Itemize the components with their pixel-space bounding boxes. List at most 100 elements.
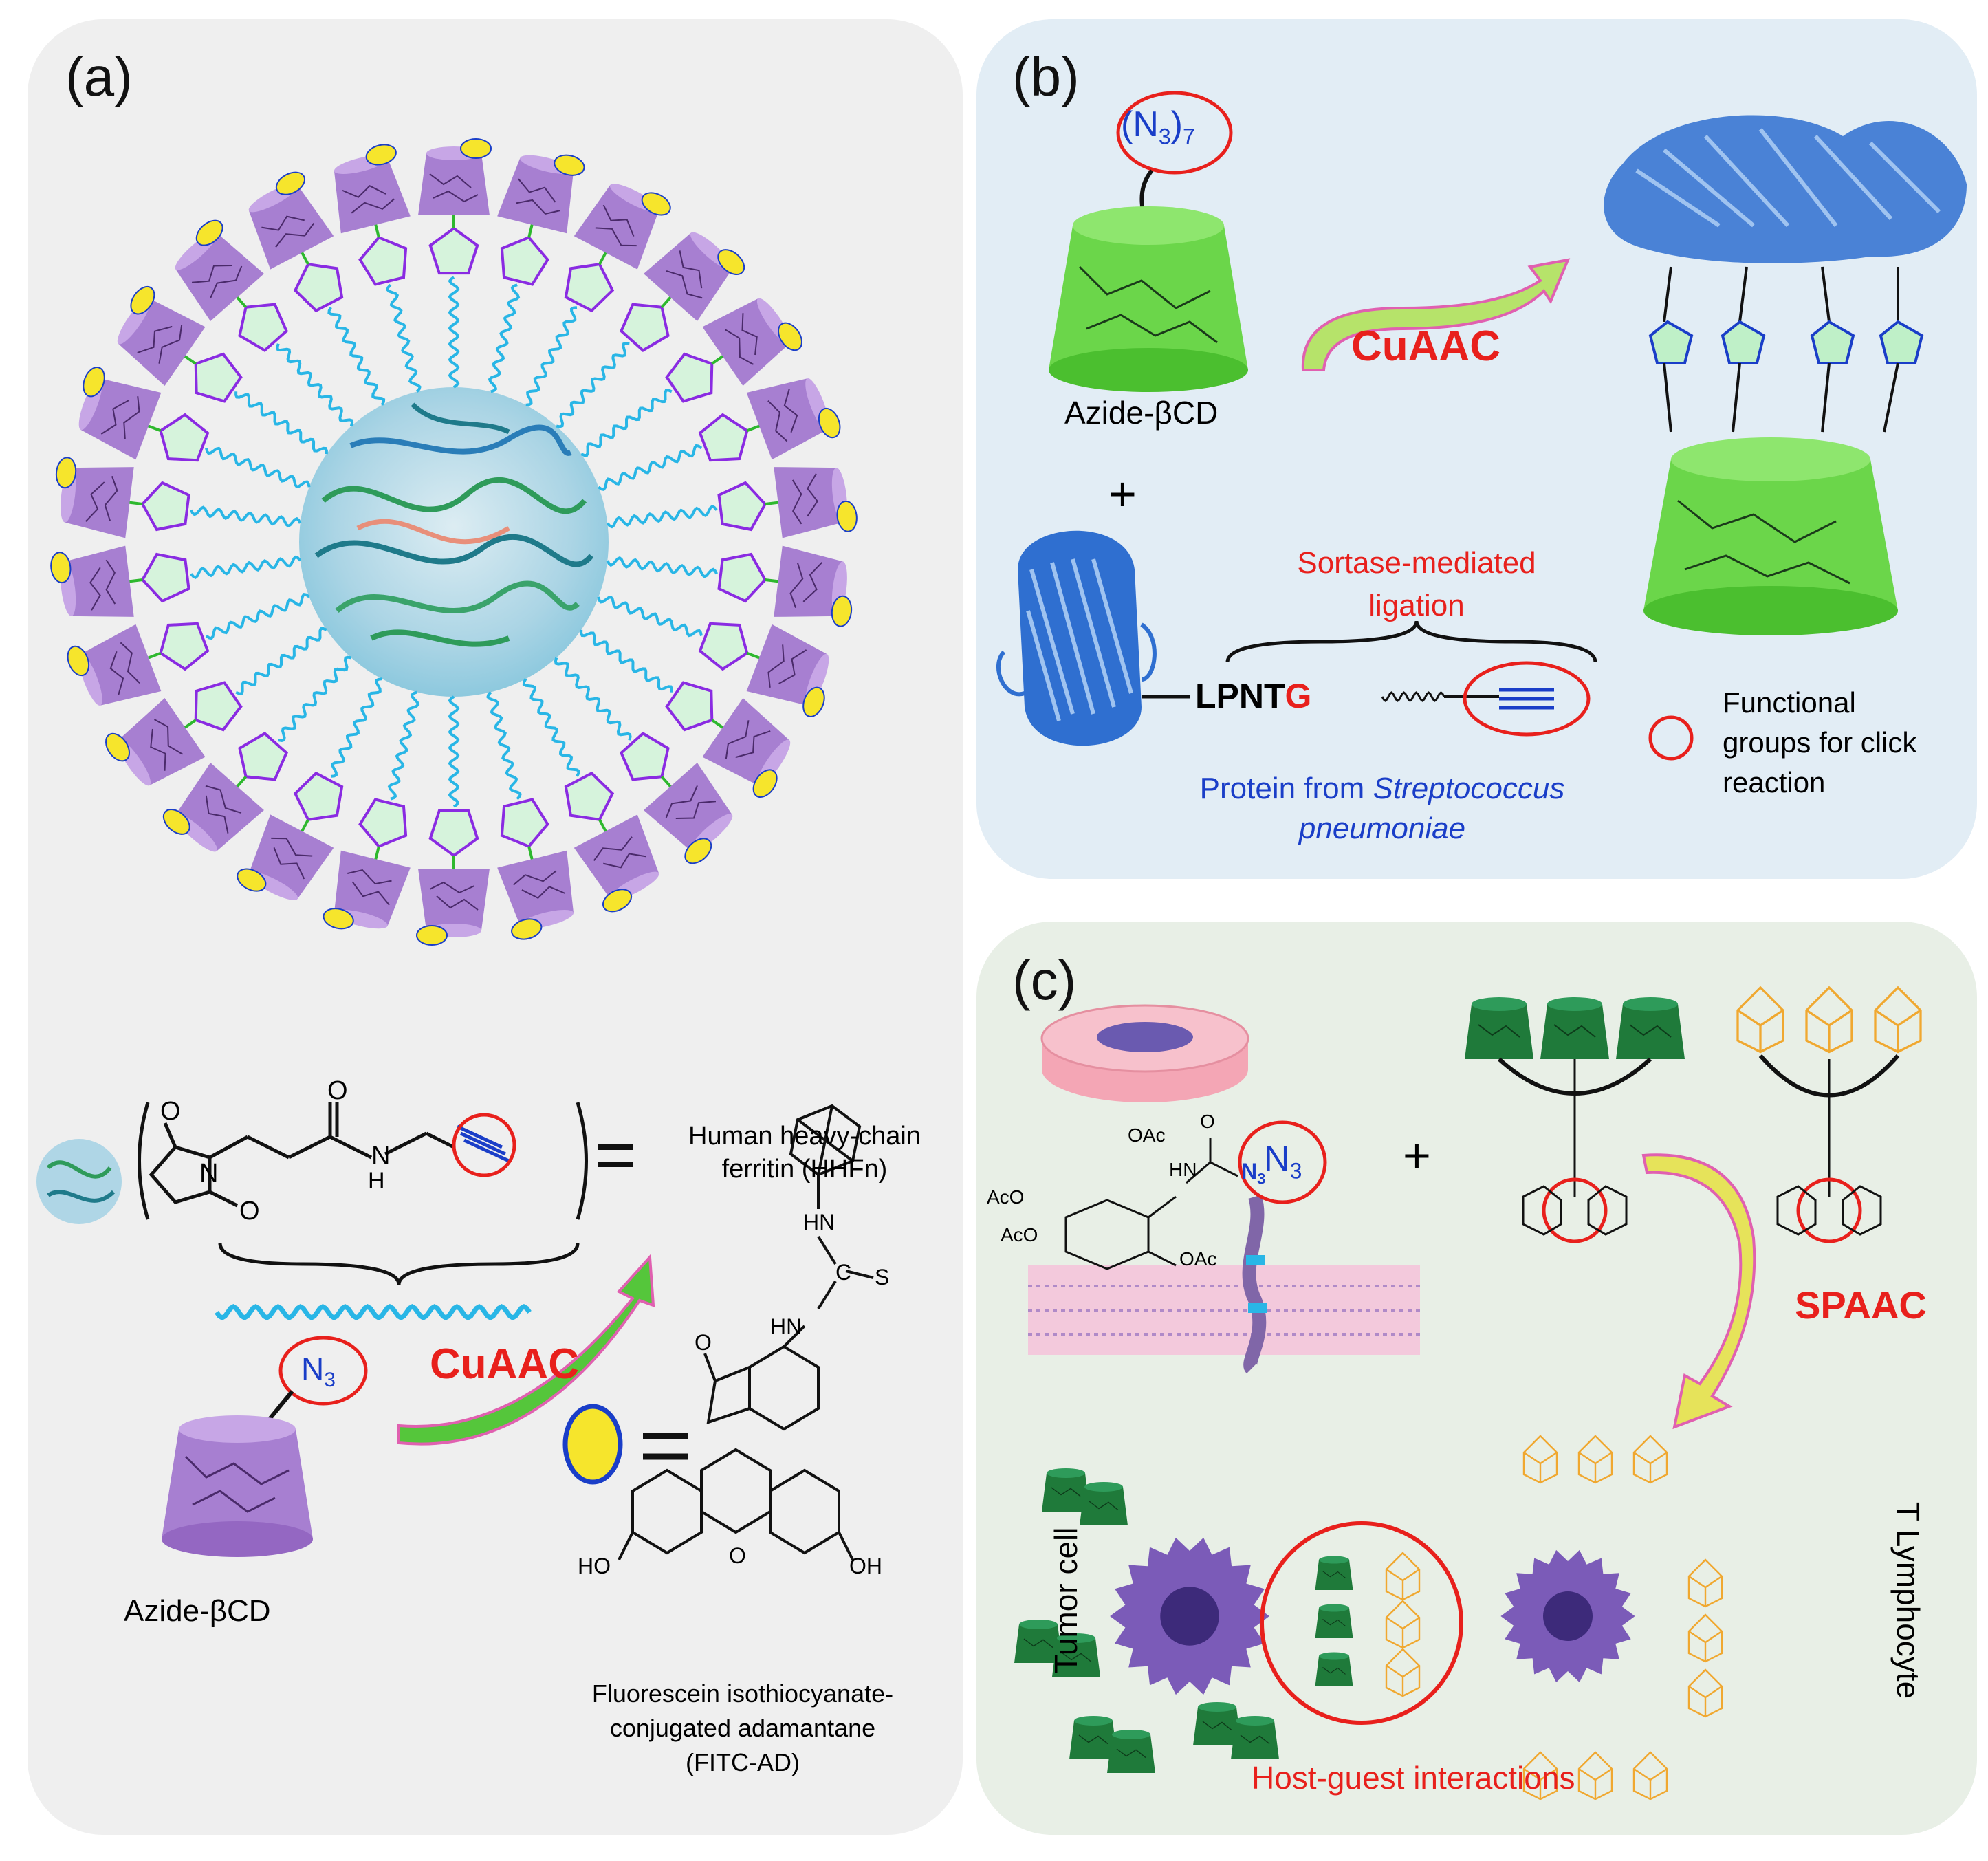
wavy-linker xyxy=(278,655,352,742)
purple-cyclodextrin xyxy=(78,367,162,460)
azide-sub: 3 xyxy=(324,1369,336,1392)
purple-cyclodextrin xyxy=(702,298,802,386)
sugar-n3-n: N xyxy=(1241,1159,1258,1184)
sortase-label: Sortase-mediated ligation xyxy=(1238,542,1595,627)
wavy-linker xyxy=(276,343,354,427)
purple-cyclodextrin xyxy=(334,144,411,234)
host-guest-circle xyxy=(1260,1521,1463,1725)
wavy-linker xyxy=(554,657,632,741)
wavy-linker xyxy=(580,389,673,457)
fitc-label: Fluorescein isothiocyanate- conjugated a… xyxy=(557,1677,928,1780)
fitc-tag xyxy=(55,457,77,489)
fitc-tag xyxy=(752,769,778,798)
panel-a-drawing: O O O N N H xyxy=(36,138,889,1578)
green-cd xyxy=(1014,1620,1062,1663)
fitc-tag xyxy=(105,732,131,762)
fitc-tag xyxy=(777,322,802,351)
sugar-hn: HN xyxy=(1169,1159,1197,1180)
fitc-tag xyxy=(416,925,448,946)
adamantane-cage xyxy=(1385,1648,1421,1697)
wavy-linker xyxy=(330,677,382,778)
cd-trimer-dibo xyxy=(1465,997,1685,1243)
green-cd xyxy=(1042,1468,1090,1512)
panel-c-drawing xyxy=(1014,986,1922,1800)
purple-cyclodextrin xyxy=(574,184,671,270)
adamantane-cage xyxy=(1632,1751,1668,1800)
triazole-ring xyxy=(238,303,289,352)
fitc-tag xyxy=(50,552,72,584)
adamantane-cage xyxy=(1805,986,1853,1054)
fitc-tag xyxy=(836,500,858,532)
purple-cyclodextrin xyxy=(746,378,841,460)
triazole-ring xyxy=(698,413,749,462)
triazole-ring xyxy=(140,481,190,532)
triazole-ring xyxy=(428,226,479,275)
azide-bcd-label-b: Azide-βCD xyxy=(1064,395,1219,431)
cuaac-arrow-a xyxy=(397,1254,655,1446)
protein-source-label: Protein from Streptococcus pneumoniae xyxy=(1142,769,1623,849)
triazole-ring xyxy=(665,681,714,732)
adamantane-cage xyxy=(1687,1668,1723,1718)
sugar-oac2: OAc xyxy=(1179,1248,1217,1270)
green-cd xyxy=(1231,1716,1279,1759)
fitc-ad-structure: HN C S HN O O HO OH xyxy=(578,1104,889,1578)
purple-cyclodextrin xyxy=(416,869,490,946)
host-guest-label: Host-guest interactions xyxy=(1252,1760,1575,1796)
wavy-linker xyxy=(580,629,673,693)
adamantane-cage xyxy=(1577,1435,1613,1484)
fitc-tag xyxy=(684,838,712,864)
hhfn-label-line1: Human heavy-chain xyxy=(688,1122,921,1151)
beta-barrel-protein xyxy=(996,530,1190,746)
fitc-tag xyxy=(717,249,745,276)
adamantane-cage xyxy=(1577,1751,1613,1800)
wavy-linker xyxy=(205,446,311,488)
azide-bcd-green xyxy=(1049,91,1248,392)
fitc-tag xyxy=(275,171,305,195)
purple-cyclodextrin xyxy=(55,457,134,538)
azide-n3-c: N3 xyxy=(1264,1138,1302,1184)
triazole-ring xyxy=(564,771,615,821)
purple-cyclodextrin xyxy=(67,624,162,706)
chem-oh: OH xyxy=(849,1554,882,1578)
azide-bcd-label-a: Azide-βCD xyxy=(124,1594,271,1628)
azide-sub-c: 3 xyxy=(1289,1158,1302,1184)
fitc-tag xyxy=(460,138,492,159)
hhfn-label: Human heavy-chain ferritin (HHFn) xyxy=(653,1120,956,1186)
spaac-arrow xyxy=(1641,1153,1756,1430)
adamantane-cage xyxy=(1687,1613,1723,1663)
purple-cyclodextrin xyxy=(702,698,791,798)
plus-c: + xyxy=(1403,1129,1431,1182)
sugar-aco2: AcO xyxy=(1001,1224,1038,1245)
triazole-ring xyxy=(717,552,767,603)
wavy-linker xyxy=(386,283,422,393)
wavy-linker xyxy=(556,342,630,428)
chem-n-2: N xyxy=(371,1142,390,1171)
triazole-ring xyxy=(717,481,767,532)
purple-cyclodextrin xyxy=(774,545,853,627)
protein-species2: pneumoniae xyxy=(1298,812,1466,845)
sortase-line1: Sortase-mediated xyxy=(1297,546,1536,580)
purple-cyclodextrin xyxy=(774,467,858,538)
ferritin-nanoparticle xyxy=(299,387,609,697)
fitc-tag xyxy=(83,367,105,398)
azide-n-c: N xyxy=(1264,1139,1290,1179)
green-cd xyxy=(1315,1556,1353,1590)
green-cd xyxy=(1616,997,1685,1059)
fitc-tag xyxy=(641,192,671,216)
azide-n: N xyxy=(301,1351,325,1386)
functional-group-legend: Functional groups for click reaction xyxy=(1723,683,1916,803)
cell-membrane xyxy=(1028,1195,1420,1374)
fitc-tag xyxy=(195,219,223,246)
wavy-linker xyxy=(205,593,310,640)
wavy-linker xyxy=(488,283,521,393)
triazole-ring xyxy=(293,771,344,821)
tumor-cell-nucleus xyxy=(1160,1587,1219,1646)
triazole-ring xyxy=(500,235,549,286)
green-cd xyxy=(1465,997,1533,1059)
purple-cyclodextrin xyxy=(248,171,334,270)
purple-cyclodextrin xyxy=(323,850,411,930)
wavy-linker xyxy=(190,555,302,580)
hhfn-linker-structure: O O O N N H xyxy=(36,1076,633,1321)
chem-hn-2: HN xyxy=(770,1314,802,1339)
wavy-linker xyxy=(597,596,703,638)
